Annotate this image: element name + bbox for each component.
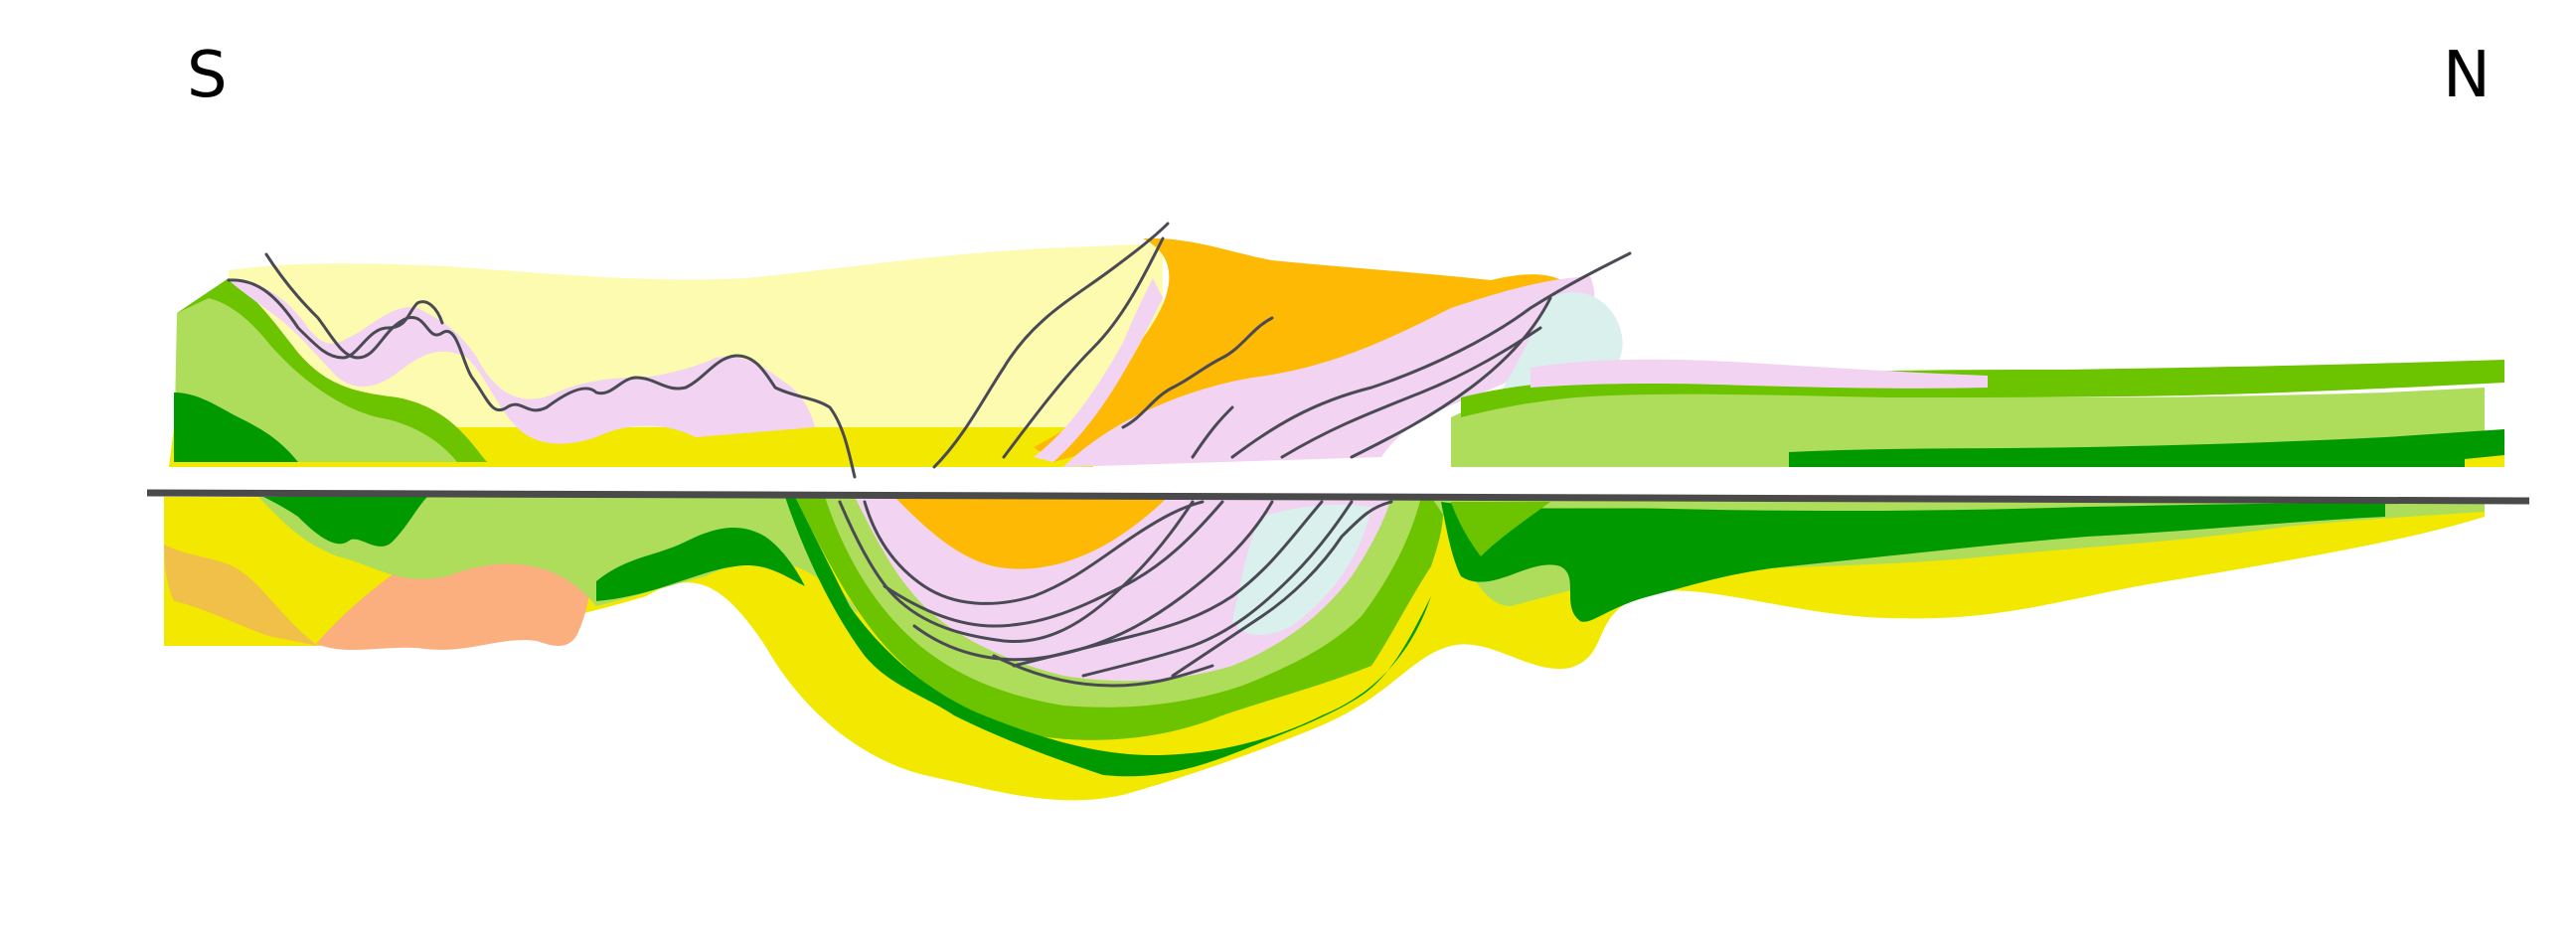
fault-line-lower-6 xyxy=(1081,500,1354,678)
north-direction-label: N xyxy=(2443,39,2491,112)
south-pink-fold xyxy=(229,279,815,444)
north-dark-green xyxy=(1441,502,2385,622)
fault-line-lower-8 xyxy=(992,654,1214,688)
fault-line-thrust-5 xyxy=(1230,251,1632,459)
north-upper-mid-green xyxy=(1461,360,2504,417)
fault-line-southern-fold-2 xyxy=(227,278,444,360)
ochre-lens xyxy=(164,545,318,646)
fault-line-thrust-6 xyxy=(1280,326,1542,459)
south-light-green xyxy=(174,281,477,462)
pale-yellow-cover xyxy=(229,243,1163,457)
section-line xyxy=(146,489,2530,505)
fault-line-thrust-2 xyxy=(1002,236,1165,459)
syncline-orange-core xyxy=(894,497,1168,569)
fault-line-thrust-3 xyxy=(1121,316,1274,429)
upper-section xyxy=(169,237,2504,477)
north-mid-green xyxy=(1451,502,1550,556)
fault-line-lower-3 xyxy=(883,500,1224,628)
fault-line-thrust-1 xyxy=(932,222,1170,469)
pink-thrust-slices-2 xyxy=(1063,276,1595,467)
fault-line-southern-fold xyxy=(264,252,857,479)
south-direction-label: S xyxy=(187,39,228,112)
dark-green-band-south-2 xyxy=(596,527,805,601)
lower-section xyxy=(164,497,2485,801)
south-mid-green xyxy=(177,278,487,462)
syncline-dark-green xyxy=(785,497,1431,777)
fault-line-lower-5 xyxy=(1012,500,1324,668)
fault-lines xyxy=(227,222,1632,688)
syncline-cyan-lens xyxy=(1232,505,1371,636)
light-green-band-south xyxy=(258,497,858,613)
pink-thrust-slices xyxy=(1034,278,1163,462)
fault-line-thrust-4 xyxy=(1191,405,1234,459)
fault-line-thrust-7 xyxy=(1350,296,1552,459)
fault-line-lower-7 xyxy=(1171,500,1393,678)
fault-line-lower-1 xyxy=(838,500,1195,644)
south-dark-green xyxy=(174,392,298,462)
dark-green-band-south xyxy=(263,497,427,547)
north-upper-dark-green xyxy=(1789,429,2504,467)
fault-line-lower-4 xyxy=(912,500,1274,662)
north-upper-pink xyxy=(1530,359,1988,389)
fault-line-lower-2 xyxy=(863,500,1205,605)
